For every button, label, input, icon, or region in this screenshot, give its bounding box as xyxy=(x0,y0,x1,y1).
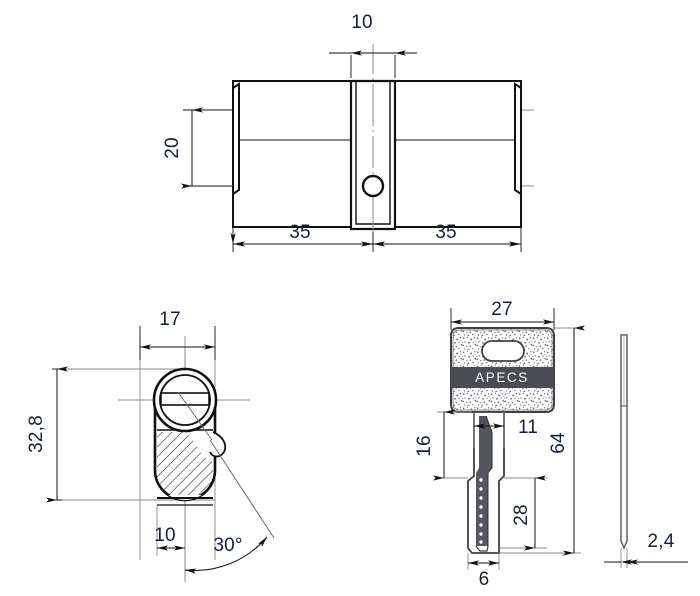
dim-label-cam-width: 10 xyxy=(351,12,373,33)
dim-label-total-length: 64 xyxy=(548,432,569,454)
key-brand-band xyxy=(451,367,554,388)
cylinder-left-endcap xyxy=(232,82,240,196)
key-head-inner-outline xyxy=(452,329,553,411)
key-side-outline xyxy=(620,334,628,550)
dimension-profile-width: 17 xyxy=(139,309,216,360)
section-leader-line-2 xyxy=(209,439,275,539)
dim-label-left-length: 35 xyxy=(289,222,311,243)
cylinder-cross-section-view: 17 32,8 10 30° xyxy=(26,309,275,582)
cylinder-elevation-view: 10 20 35 35 xyxy=(162,12,534,252)
dimension-blade-shoulder: 16 xyxy=(414,409,472,481)
key-head-hole xyxy=(481,340,525,362)
dim-label-blade-width: 11 xyxy=(518,417,538,438)
key-side-view: 2,4 xyxy=(604,334,688,568)
keyway-slot xyxy=(160,392,210,406)
section-chamfer-nub xyxy=(209,431,227,458)
section-leader-line-1 xyxy=(177,391,213,441)
dim-label-profile-height: 32,8 xyxy=(26,415,47,453)
key-brand-label: APECS xyxy=(475,370,529,385)
dim-label-right-length: 35 xyxy=(435,222,457,243)
dimension-head-width: 27 xyxy=(450,299,555,330)
dim-label-head-width: 27 xyxy=(491,299,513,320)
dimension-profile-height: 32,8 xyxy=(26,366,68,503)
dimension-lengths: 35 35 xyxy=(230,222,522,252)
dimension-body-height: 20 xyxy=(162,107,233,189)
dim-label-profile-width: 17 xyxy=(159,309,181,330)
dimension-cut-length: 28 xyxy=(499,475,547,551)
dim-label-blade-shoulder: 16 xyxy=(414,435,435,457)
dimension-chamfer-angle: 30° xyxy=(184,535,268,574)
dim-label-body-height: 20 xyxy=(162,137,183,159)
fixing-screw-hole xyxy=(361,174,385,198)
dimension-blade-width: 11 xyxy=(473,412,538,448)
dim-label-keyway-width: 10 xyxy=(154,525,176,546)
dim-label-key-thickness: 2,4 xyxy=(647,531,674,552)
dimension-cam-width: 10 xyxy=(329,12,417,78)
dimension-key-thickness: 2,4 xyxy=(604,531,688,568)
cylinder-right-endcap xyxy=(514,82,522,196)
key-blade-tip-notch xyxy=(475,545,489,552)
dim-label-cut-length: 28 xyxy=(511,504,532,526)
dim-label-tip-width: 6 xyxy=(479,569,490,590)
dimension-tip-width: 6 xyxy=(467,553,500,590)
dim-label-chamfer-angle: 30° xyxy=(213,535,242,556)
key-front-view: APECS 27 xyxy=(414,299,585,590)
key-dimple-cuts xyxy=(479,478,483,544)
dimension-keyway-width: 10 xyxy=(154,505,185,556)
dimension-total-length: 64 xyxy=(499,325,585,556)
